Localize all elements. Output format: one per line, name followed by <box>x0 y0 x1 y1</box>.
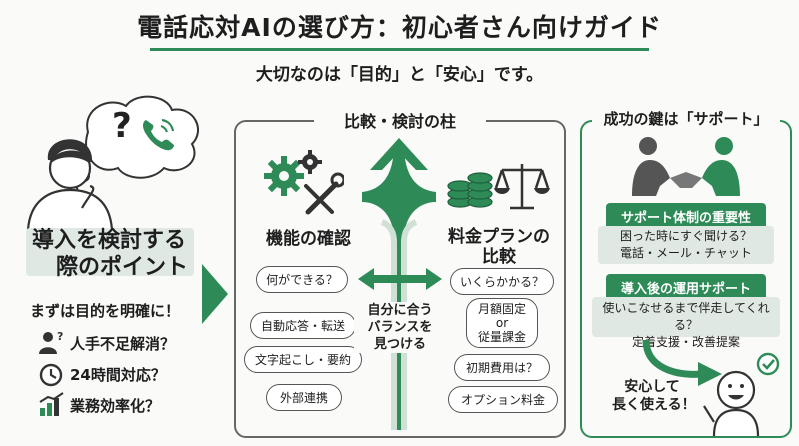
left-heading-line1: 導入を検討する <box>32 228 187 253</box>
function-pill-3: 文字起こし・要約 <box>244 346 362 373</box>
page-title: 電話応対AIの選び方：初心者さん向けガイド <box>137 13 662 42</box>
support-note: 困った時にすぐ聞ける？ 電話・メール・チャット <box>598 228 774 262</box>
closing-text: 安心して 長く使える！ <box>612 378 696 414</box>
pricing-pill-1: いくらかかる？ <box>450 268 554 295</box>
balance-line-2: バランスを <box>367 320 433 335</box>
function-pill-4: 外部連携 <box>266 384 342 411</box>
plan-fixed: 月額固定 <box>477 302 526 316</box>
after-support-heading: 導入後の運用サポート <box>606 274 766 301</box>
balance-line-3: 見つける <box>373 337 426 352</box>
support-title: 成功の鍵は「サポート」 <box>592 108 780 129</box>
purpose-title: まずは目的を明確に！ <box>30 302 181 320</box>
thinking-person-illustration <box>26 95 199 232</box>
pricing-pill-plan: 月額固定 or 従量課金 <box>466 298 538 348</box>
svg-text:?: ? <box>57 330 63 343</box>
gears-tools-icon <box>264 150 344 215</box>
clock-icon <box>39 363 63 387</box>
page-subtitle: 大切なのは「目的」と「安心」です。 <box>255 65 544 85</box>
function-pill-1: 何ができる？ <box>256 266 348 293</box>
happy-person-icon <box>703 352 780 436</box>
curved-arrow-icon <box>642 339 722 386</box>
function-heading: 機能の確認 <box>266 229 351 249</box>
balance-line-1: 自分に合う <box>367 303 433 318</box>
bar-chart-icon <box>39 392 64 416</box>
closing-line-2: 長く使える！ <box>612 397 696 413</box>
function-pill-2: 自動応答・転送 <box>250 312 356 339</box>
pillar-title: 比較・検討の柱 <box>314 108 486 132</box>
check-badge-icon <box>756 352 780 376</box>
handshake-icon <box>632 137 740 196</box>
pricing-heading-line2: 比較 <box>482 247 516 267</box>
flow-arrow-right <box>202 264 228 324</box>
thought-bubble <box>85 95 199 179</box>
closing-line-1: 安心して <box>624 379 680 395</box>
pricing-heading-line1: 料金プランの <box>448 227 550 247</box>
after-note-line-2: 定着支援・改善提案 <box>631 335 740 349</box>
purpose-item-2: 24時間対応？ <box>70 366 166 384</box>
after-note-line-1: 使いこなせるまで伴走してくれる？ <box>602 301 770 332</box>
plan-or: or <box>495 316 509 330</box>
people-question-icon: ? <box>39 330 63 354</box>
person-body <box>26 188 114 232</box>
left-heading-bg <box>26 228 194 276</box>
pricing-pill-3: オプション料金 <box>448 386 558 413</box>
pricing-pill-2: 初期費用は？ <box>454 354 550 381</box>
support-heading: サポート体制の重要性 <box>606 203 766 230</box>
purpose-item-1: 人手不足解消？ <box>70 335 176 353</box>
left-heading-line2: 際のポイント <box>56 255 189 280</box>
support-note-line-2: 電話・メール・チャット <box>620 246 752 260</box>
after-note-bg <box>592 297 780 337</box>
pillar-tree-graphic <box>362 138 436 430</box>
balance-double-arrow <box>358 268 442 290</box>
coins-scale-icon <box>447 164 550 210</box>
plan-metered: 従量課金 <box>477 330 526 344</box>
purpose-item-3: 業務効率化？ <box>70 397 161 415</box>
after-note: 使いこなせるまで伴走してくれる？ 定着支援・改善提案 <box>592 300 780 351</box>
balance-text: 自分に合う バランスを 見つける <box>354 302 446 353</box>
title-underline <box>150 48 649 51</box>
phone-icon <box>143 118 175 151</box>
question-mark-icon: ? <box>112 106 132 146</box>
support-note-line-1: 困った時にすぐ聞ける？ <box>619 229 753 243</box>
support-note-bg <box>598 226 774 264</box>
